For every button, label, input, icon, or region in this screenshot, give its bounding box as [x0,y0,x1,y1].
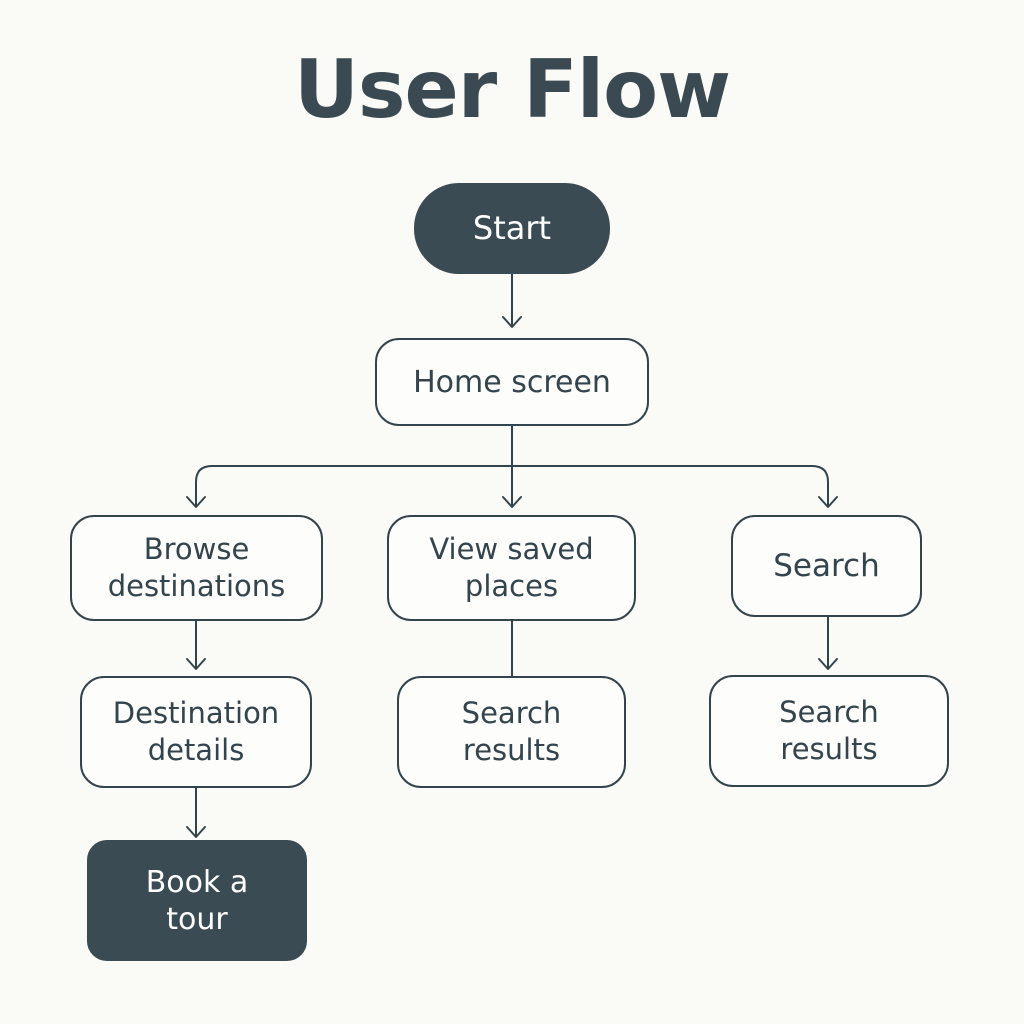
node-search-results-middle[interactable]: Search results [397,676,626,788]
node-view-saved-places-label: View saved places [429,532,594,603]
arrowhead-browse [186,496,206,508]
arrowhead-book [186,826,206,838]
node-home-screen-label: Home screen [413,364,611,400]
node-start-label: Start [472,209,552,247]
node-destination-details-label: Destination details [112,696,280,767]
node-book-a-tour-label: Book a tour [145,864,249,937]
node-view-saved-places[interactable]: View saved places [387,515,636,621]
page-title: User Flow [293,43,731,136]
node-book-a-tour[interactable]: Book a tour [87,840,307,961]
node-home-screen[interactable]: Home screen [375,338,649,426]
node-search[interactable]: Search [731,515,922,617]
node-destination-details[interactable]: Destination details [80,676,312,788]
arrowhead-search-results [818,658,838,670]
node-browse-destinations-label: Browse destinations [107,532,286,603]
arrowhead-search [818,496,838,508]
node-start[interactable]: Start [414,183,610,274]
node-search-label: Search [773,547,880,584]
connector-branch-line [195,465,829,507]
node-search-results-right-label: Search results [779,695,879,766]
node-browse-destinations[interactable]: Browse destinations [70,515,323,621]
node-search-results-middle-label: Search results [461,696,562,767]
arrowhead-view-saved [502,496,522,508]
node-search-results-right[interactable]: Search results [709,675,949,787]
arrowhead-start-home [502,316,522,328]
arrowhead-details [186,658,206,670]
